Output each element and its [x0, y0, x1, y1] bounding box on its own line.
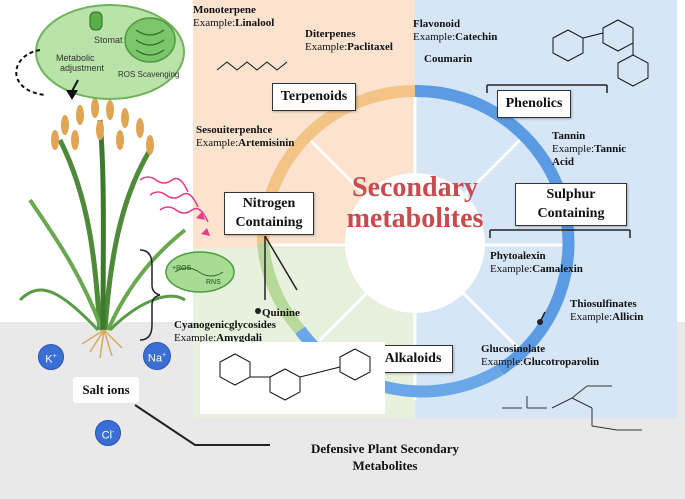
sulphur-line2: Containing [537, 206, 605, 221]
rice-plant-illustration [18, 98, 187, 359]
tannin-value1: Tannic [594, 143, 627, 155]
center-title-line1: Secondary [352, 172, 478, 203]
stress-rays [139, 176, 209, 223]
alkaloids-box: Alkaloids [373, 345, 453, 373]
coumarin-name: Coumarin [424, 53, 473, 65]
nitrogen-line1: Nitrogen [242, 196, 296, 211]
diterpenes-value: Paclitaxel [347, 41, 393, 53]
flavonoid-structure [552, 19, 649, 87]
potassium-ion: K+ [38, 344, 64, 370]
sesquiterpene-label: Sesouiterpenhce Example:Artemisinin [196, 124, 294, 150]
monoterpene-value: Linalool [235, 17, 275, 29]
sesquiterpene-name: Sesouiterpenhce [196, 124, 273, 136]
tannin-name: Tannin [552, 130, 586, 142]
coumarin-label: Coumarin [424, 53, 472, 66]
flavonoid-name: Flavonoid [413, 18, 461, 30]
center-circle [345, 173, 485, 313]
tannin-label: Tannin Example:Tannic Acid [552, 130, 626, 169]
glucosinolate-value: Glucotroparolin [523, 356, 600, 368]
diterpenes-prefix: Example: [305, 41, 348, 53]
glucosinolate-structure [502, 385, 642, 431]
na-charge: + [161, 352, 167, 359]
amygdalin-structure [200, 342, 385, 414]
phytoalexin-label: Phytoalexin Example:Camalexin [490, 250, 583, 276]
phytoalexin-name: Phytoalexin [490, 250, 546, 262]
center-title: Secondary metabolites [325, 172, 505, 234]
diterpenes-name: Diterpenes [305, 28, 356, 40]
footer-connector [134, 404, 270, 446]
flavonoid-label: Flavonoid Example:Catechin [413, 18, 497, 44]
nitrogen-containing-box: Nitrogen Containing [224, 192, 314, 235]
nitrogen-arc [257, 242, 305, 334]
monoterpene-label: Monoterpene Example:Linalool [193, 4, 274, 30]
chloroplast [165, 251, 235, 293]
thiosulfinates-name: Thiosulfinates [570, 298, 637, 310]
organelle-rns-label: RNS [206, 279, 221, 286]
footer-line1: Defensive Plant Secondary [310, 441, 460, 456]
cyanogenic-label: Cyanogenicglycosides Example:Amygdali [174, 319, 276, 345]
footer-title: Defensive Plant Secondary Metabolites [265, 440, 505, 474]
monoterpene-prefix: Example: [193, 17, 236, 29]
footer-line2: Metabolites [352, 458, 418, 473]
k-label: K [45, 353, 53, 366]
ros-scavenging-label: ROS Scavenging [118, 70, 180, 79]
nitrogen-line2: Containing [235, 215, 303, 230]
monoterpene-name: Monoterpene [193, 4, 256, 16]
na-label: Na [147, 352, 162, 365]
cl-charge: - [112, 429, 115, 436]
metabolic-label-line2: adjustment [60, 63, 105, 73]
cyanogenic-prefix: Example: [174, 332, 217, 344]
feedback-arrow [15, 49, 46, 96]
phytoalexin-value: Camalexin [532, 263, 583, 275]
plant-brace [139, 249, 161, 341]
quinine-label: Quinine [262, 307, 300, 320]
sulphur-containing-box: Sulphur Containing [515, 183, 627, 226]
center-title-line2: metabolites [346, 203, 484, 234]
sulphur-line1: Sulphur [546, 187, 596, 202]
thiosulfinates-label: Thiosulfinates Example:Allicin [570, 298, 643, 324]
phytoalexin-prefix: Example: [490, 263, 533, 275]
terpenoids-box: Terpenoids [272, 83, 356, 111]
glucosinolate-prefix: Example: [481, 356, 524, 368]
glucosinolate-name: Glucosinolate [481, 343, 546, 355]
tannin-prefix: Example: [552, 143, 595, 155]
cyanogenic-value: Amygdali [216, 332, 262, 344]
phenolics-box: Phenolics [497, 90, 571, 118]
cl-label: Cl [101, 429, 113, 442]
organelle-ros-label: +ROS [172, 265, 192, 272]
quinine-name: Quinine [262, 307, 300, 319]
linalool-structure [216, 61, 288, 71]
sesquiterpene-prefix: Example: [196, 137, 239, 149]
diterpenes-label: Diterpenes Example:Paclitaxel [305, 28, 393, 54]
k-charge: + [52, 353, 57, 360]
thiosulfinates-value: Allicin [612, 311, 644, 323]
chloride-ion: Cl- [95, 420, 121, 446]
flavonoid-value: Catechin [455, 31, 498, 43]
metabolic-label-line1: Metabolic [56, 53, 95, 63]
glucosinolate-label: Glucosinolate Example:Glucotroparolin [481, 343, 599, 369]
thiosulfinates-prefix: Example: [570, 311, 613, 323]
sodium-ion: Na+ [143, 342, 171, 370]
flavonoid-prefix: Example: [413, 31, 456, 43]
salt-ions-label: Salt ions [73, 377, 139, 403]
sesquiterpene-value: Artemisinin [238, 137, 295, 149]
cyanogenic-name: Cyanogenicglycosides [174, 319, 277, 331]
tannin-value2: Acid [552, 156, 574, 168]
stomat-label: Stomat [94, 35, 123, 45]
